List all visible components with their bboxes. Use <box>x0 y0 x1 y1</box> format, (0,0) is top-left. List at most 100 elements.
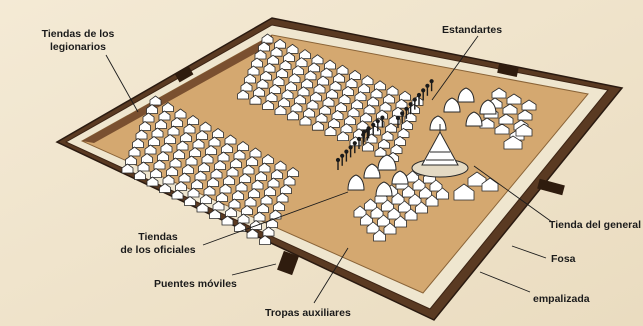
leader-tropas <box>313 247 349 304</box>
standard-top <box>335 157 341 163</box>
gate-bottom-left <box>277 250 299 276</box>
tent <box>271 169 283 179</box>
label-estandartes: Estandartes <box>442 24 503 36</box>
tent <box>279 59 292 70</box>
tent <box>191 179 203 189</box>
tent <box>173 149 185 159</box>
tent <box>336 64 349 75</box>
tent <box>337 131 349 141</box>
tent <box>174 108 187 119</box>
standard-top <box>400 111 405 116</box>
standard-top <box>361 129 367 135</box>
leader-general <box>473 165 553 223</box>
tent <box>270 46 283 57</box>
tent <box>436 187 449 200</box>
standard-top <box>375 119 380 124</box>
tents-right <box>453 87 537 201</box>
standard-top <box>429 79 434 84</box>
tent <box>415 201 428 214</box>
label-tiendas-oficiales: Tiendas de los oficiales <box>108 231 208 257</box>
tent <box>150 168 162 178</box>
tent <box>258 41 270 52</box>
tent <box>146 104 158 114</box>
tent <box>146 176 159 187</box>
tent <box>503 135 523 150</box>
tent <box>251 57 263 68</box>
tent <box>354 91 367 101</box>
tent <box>280 184 292 194</box>
tent <box>267 54 279 65</box>
tent <box>351 99 363 109</box>
standard-top <box>366 126 371 131</box>
tent <box>139 121 151 131</box>
tent <box>242 164 255 175</box>
tent <box>246 228 259 239</box>
tent <box>260 194 273 205</box>
tent <box>158 110 171 121</box>
tent <box>308 62 320 73</box>
tent <box>386 85 399 96</box>
standard-top <box>371 122 376 127</box>
tent <box>249 94 262 105</box>
tent <box>299 115 312 126</box>
tent <box>265 91 278 102</box>
leader-lines <box>105 35 553 304</box>
tent <box>232 190 244 200</box>
tent <box>210 168 223 179</box>
tent <box>274 38 286 49</box>
tent <box>184 196 196 206</box>
tent <box>235 181 248 192</box>
tent <box>367 96 379 107</box>
tent <box>361 75 374 85</box>
gate-right-lower <box>537 178 565 196</box>
tent <box>299 49 311 59</box>
tent <box>180 132 192 142</box>
tent <box>515 123 533 137</box>
tent <box>194 170 207 181</box>
leader-estandartes <box>431 35 479 101</box>
tent <box>201 153 214 164</box>
tent <box>491 87 507 99</box>
tent <box>221 143 233 153</box>
tent <box>198 162 210 172</box>
tent <box>363 104 376 115</box>
tent <box>203 185 216 196</box>
tent <box>395 98 408 109</box>
tent <box>281 89 294 99</box>
tent <box>253 211 266 222</box>
tent <box>159 183 171 193</box>
standard-top <box>380 115 385 120</box>
tent <box>155 119 167 129</box>
tent <box>246 156 258 166</box>
tent <box>401 119 413 130</box>
tent <box>329 80 342 91</box>
tent <box>250 220 262 230</box>
tent <box>259 235 271 245</box>
label-tiendas-legionarios-line2: legionarios <box>49 41 106 53</box>
tent <box>260 70 272 81</box>
tent <box>383 222 397 235</box>
tent <box>306 99 319 110</box>
tent <box>290 102 303 113</box>
standard-top <box>395 115 401 121</box>
tent <box>230 158 242 168</box>
tent <box>287 110 299 121</box>
tent <box>283 175 296 186</box>
tent <box>258 162 271 173</box>
tent <box>244 196 257 207</box>
standard-top <box>412 97 417 102</box>
tent <box>269 83 281 94</box>
general-tent <box>411 124 469 178</box>
tent <box>373 229 386 242</box>
tent <box>345 77 358 88</box>
standard-top <box>344 149 349 154</box>
standard-top <box>352 141 357 146</box>
tent <box>178 172 191 183</box>
tent <box>385 122 397 133</box>
tent <box>239 173 251 183</box>
tent <box>310 91 322 102</box>
tent <box>347 107 360 117</box>
tent <box>333 72 345 83</box>
tent <box>278 97 290 107</box>
tent <box>274 160 287 171</box>
